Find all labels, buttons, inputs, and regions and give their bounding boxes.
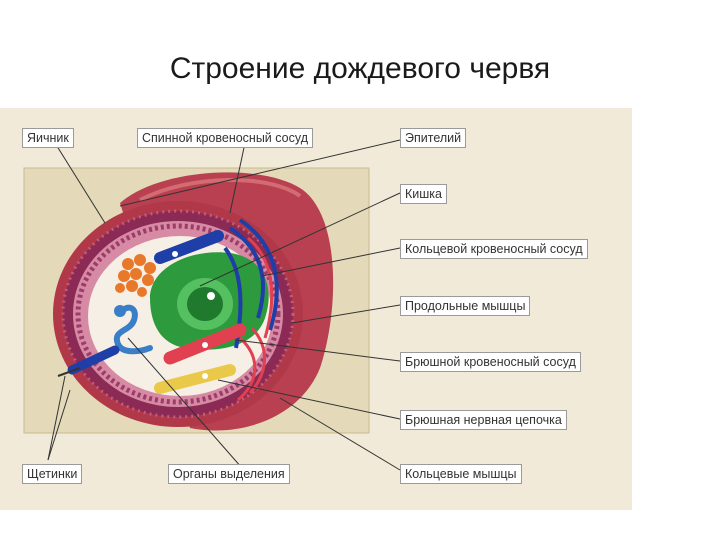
label-excretory-organs: Органы выделения: [168, 464, 290, 484]
label-epithelium: Эпителий: [400, 128, 467, 148]
label-dorsal-vessel: Спинной кровеносный сосуд: [137, 128, 313, 148]
dorsal-vessel: [154, 230, 224, 264]
label-ring-muscles: Кольцевые мышцы: [400, 464, 522, 484]
ventral-nerve-chain: [154, 364, 236, 394]
label-ring-vessel: Кольцевой кровеносный сосуд: [400, 239, 588, 259]
earthworm-cross-section-figure: Яичник Спинной кровеносный сосуд Эпители…: [0, 108, 632, 510]
ring-vessels-red: [237, 236, 274, 402]
label-intestine: Кишка: [400, 184, 447, 204]
setae: [67, 345, 120, 375]
ovary-cluster: [115, 254, 156, 297]
label-ovary: Яичник: [22, 128, 74, 148]
label-setae: Щетинки: [22, 464, 83, 484]
label-ventral-vessel: Брюшной кровеносный сосуд: [400, 352, 581, 372]
slide-title: Строение дождевого червя: [169, 52, 551, 85]
excretory-organ: [113, 304, 153, 355]
earthworm-diagram: [23, 139, 401, 471]
label-nerve-chain: Брюшная нервная цепочка: [400, 410, 567, 430]
label-longitudinal-muscles: Продольные мышцы: [400, 296, 531, 316]
leader-lines: [47, 139, 401, 471]
